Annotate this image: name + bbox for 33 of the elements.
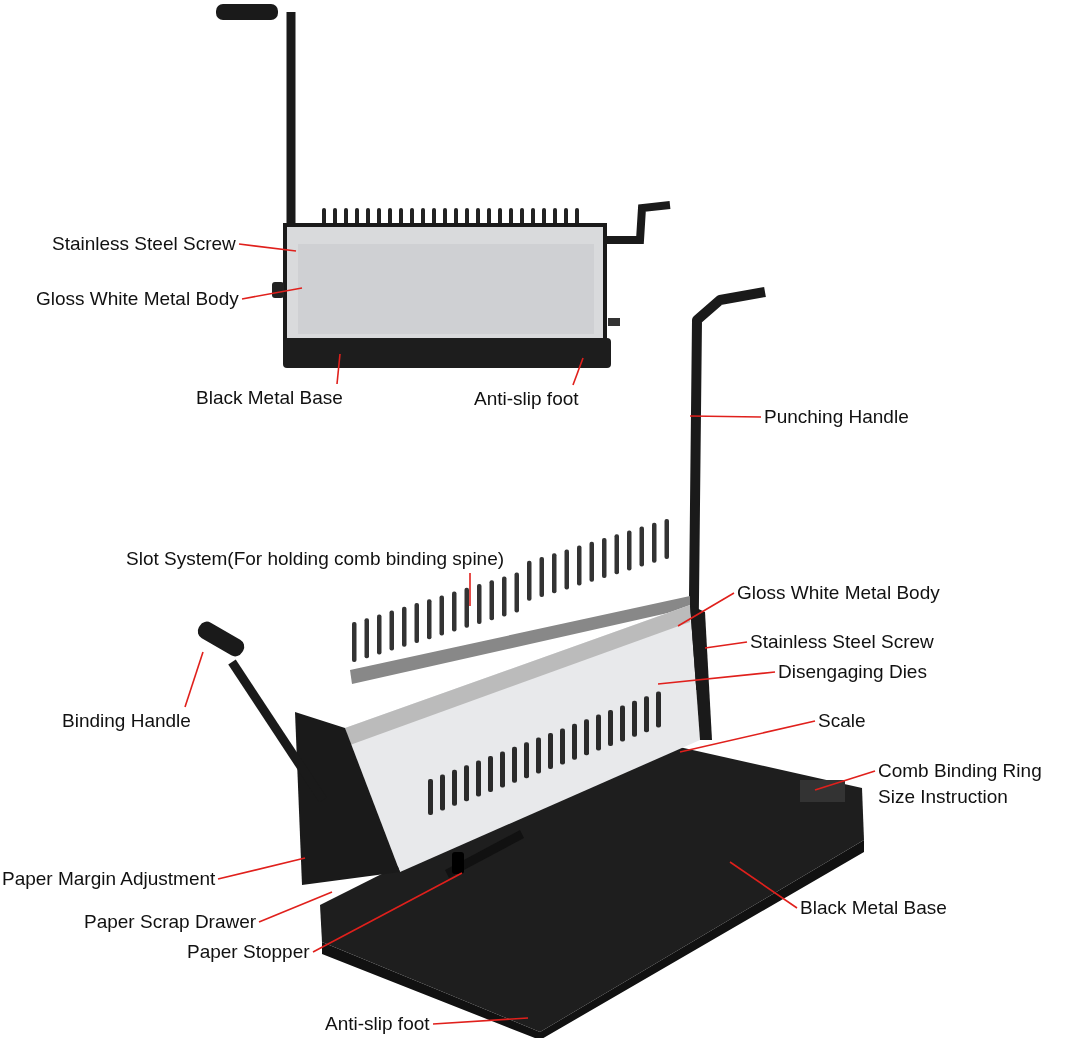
callout-label: Scale (818, 709, 866, 733)
leader-line (336, 353, 341, 385)
callout-label: Stainless Steel Screw (750, 630, 934, 654)
leader-line (217, 857, 306, 880)
leader-line (432, 1017, 529, 1025)
leader-line (241, 287, 303, 300)
callout-label: Binding Handle (62, 709, 191, 733)
leader-line (258, 891, 333, 923)
callout-label: Anti-slip foot (325, 1012, 430, 1036)
leader-line (677, 592, 735, 627)
leader-line (238, 243, 297, 252)
leader-line (704, 641, 748, 649)
callout-label: Black Metal Base (800, 896, 947, 920)
callout-label: Stainless Steel Screw (52, 232, 236, 256)
callout-label: Paper Margin Adjustment (2, 867, 216, 891)
callout-label: Gloss White Metal Body (36, 287, 239, 311)
leader-line (679, 720, 816, 753)
callout-label: Punching Handle (764, 405, 909, 429)
leader-line (469, 572, 471, 607)
callout-label: Black Metal Base (196, 386, 343, 410)
callout-label: Paper Stopper (187, 940, 310, 964)
leader-line (657, 671, 776, 685)
leader-line (572, 357, 584, 386)
leader-line (184, 651, 204, 708)
callout-label: Anti-slip foot (474, 387, 579, 411)
leader-line (729, 861, 798, 909)
callout-label: Disengaging Dies (778, 660, 927, 684)
leader-line (814, 770, 876, 791)
callout-label: Gloss White Metal Body (737, 581, 940, 605)
callout-label: Slot System(For holding comb binding spine) (126, 547, 505, 571)
callout-label: Paper Scrap Drawer (84, 910, 257, 934)
callout-label: Comb Binding Ring Size Instruction (878, 759, 1043, 809)
leader-line (689, 415, 762, 418)
